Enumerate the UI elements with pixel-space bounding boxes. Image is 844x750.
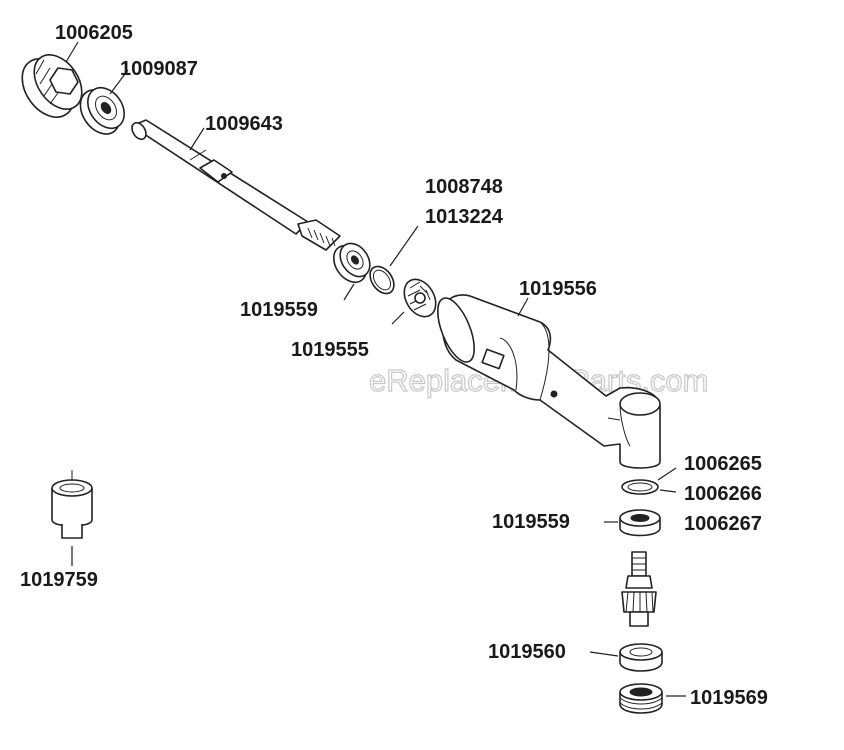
label-1019559-top: 1019559 <box>240 299 318 321</box>
part-1013224-ring[interactable] <box>365 262 399 298</box>
part-1009643-shaft[interactable] <box>129 119 341 251</box>
part-1019555-bevel-gear[interactable] <box>398 274 442 323</box>
label-1008748: 1008748 <box>425 176 503 198</box>
label-1006267: 1006267 <box>684 513 762 535</box>
label-1019759: 1019759 <box>20 569 98 591</box>
label-1006266: 1006266 <box>684 483 762 505</box>
label-1009643: 1009643 <box>205 113 283 135</box>
label-1019569: 1019569 <box>690 687 768 709</box>
part-1019759-socket-adapter[interactable] <box>51 470 93 539</box>
part-1009087-bearing[interactable] <box>72 81 131 142</box>
part-1006205-hex-cap[interactable] <box>12 46 92 127</box>
label-1019556: 1019556 <box>519 278 597 300</box>
label-1009087: 1009087 <box>120 58 198 80</box>
part-1019569-seal[interactable] <box>619 683 663 714</box>
label-1006265: 1006265 <box>684 453 762 475</box>
label-1013224: 1013224 <box>425 206 504 228</box>
label-1019555: 1019555 <box>291 339 369 361</box>
leader-lines <box>65 41 686 697</box>
label-1019559-bottom: 1019559 <box>492 511 570 533</box>
part-1006266-washer[interactable] <box>621 479 659 495</box>
part-1019556-angle-housing[interactable] <box>430 293 661 469</box>
part-1019559-bottom-bearing[interactable] <box>619 509 661 537</box>
part-pinion-gear-shaft[interactable] <box>621 551 657 627</box>
label-1019560: 1019560 <box>488 641 566 663</box>
part-1019559-top-bearing[interactable] <box>327 238 376 289</box>
label-1006205: 1006205 <box>55 22 133 44</box>
part-1019560-bearing[interactable] <box>619 643 663 672</box>
